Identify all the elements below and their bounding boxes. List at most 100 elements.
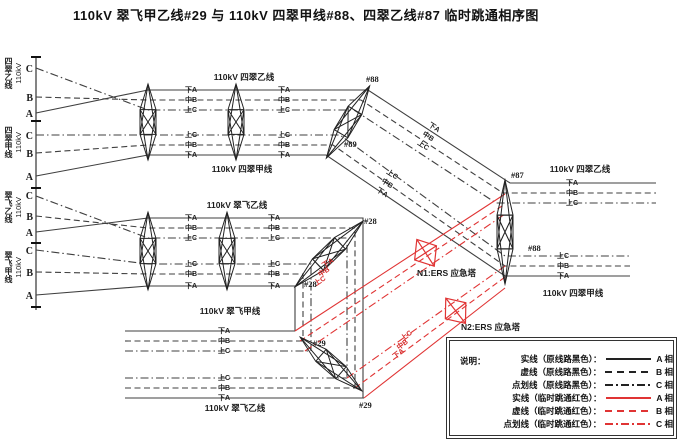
bus-phase: B: [26, 212, 33, 223]
tower-icon: [139, 83, 157, 161]
legend-row: 实线（临时跳通红色）： A 相: [450, 391, 673, 404]
phase-markers-diagonal: 下A 中B 上C 上C 中B 下A: [375, 121, 441, 199]
tower-label-28-top: #28: [364, 216, 377, 226]
phase-marker: 中B: [185, 95, 197, 104]
legend-row-phase: B 相: [655, 366, 673, 377]
phase-marker: 中B: [218, 383, 230, 392]
legend-row: 实线（原线路黑色）： A 相: [450, 352, 673, 365]
legend-row-phase: A 相: [656, 392, 673, 403]
phase-marker: 下A: [278, 151, 290, 159]
black-solid-lines: [35, 89, 656, 399]
tower-label-29-top: #29: [313, 338, 326, 348]
phase-markers-right: 下A 中B 上C 上C 中B 下A: [557, 179, 578, 280]
legend-solid-black-line: [605, 357, 652, 360]
bus-phase: C: [26, 246, 33, 257]
legend-heading: 说明：: [460, 356, 486, 366]
legend-row-label: 虚线（原线路黑色）：: [520, 366, 602, 377]
bus-phase: C: [26, 191, 33, 202]
bus-label-cuifei-b: 翠飞乙线 110kV: [3, 191, 23, 223]
tower-label-89: #89: [344, 139, 357, 149]
tower-icon-87-88: [496, 179, 514, 285]
bus-phase: B: [26, 268, 33, 279]
legend-row-phase: C 相: [655, 379, 673, 390]
tower-label-87: #87: [511, 170, 525, 180]
bus-phase: C: [26, 64, 33, 75]
line-label-sicui-b-top: 110kV 四翠乙线: [214, 72, 275, 82]
phase-marker: 下A: [268, 214, 280, 222]
bus-voltage: 110kV: [14, 131, 23, 153]
phase-marker: 下A: [557, 272, 569, 280]
tower-label-88: #88: [366, 74, 379, 84]
legend-row-label: 点划线（原线路黑色）：: [512, 379, 602, 390]
phase-marker: 中B: [278, 95, 290, 104]
red-jumper-lines: [294, 193, 506, 399]
tower-icon: [227, 83, 245, 161]
legend-row-label: 实线（临时跳通红色）：: [512, 392, 602, 403]
bus-voltage: 110kV: [14, 196, 23, 218]
legend-row-label: 虚线（临时跳通红色）：: [512, 405, 602, 416]
bus-name: 四翠乙线: [4, 57, 13, 89]
phase-marker: 上C: [566, 198, 578, 207]
legend-row-label: 点划线（临时跳通红色）：: [503, 418, 602, 429]
bus-label-cuifei-a: 翠飞甲线 110kV: [3, 251, 23, 283]
phase-markers-middle: 下A 中B 上C 下A 中B 上C 上C 中B 下A 上C 中B 下A: [185, 214, 280, 290]
line-label-sicui-b-right: 110kV 四翠乙线: [550, 164, 611, 174]
tower-icon-88-89: [318, 81, 378, 163]
phase-marker: 下A: [278, 86, 290, 94]
tower-icon-29: [294, 330, 368, 398]
phase-marker: 下A: [427, 121, 441, 134]
phase-marker: 中B: [185, 140, 197, 149]
phase-marker: 上C: [218, 373, 230, 382]
bus-name: 四翠甲线: [4, 126, 13, 158]
phase-marker: 上C: [557, 251, 569, 260]
phase-marker: 中B: [557, 261, 569, 270]
line-label-cuifei-a-mid: 110kV 翠飞甲线: [200, 306, 261, 316]
phase-marker: 中B: [185, 223, 197, 232]
phase-marker: 上C: [185, 130, 197, 139]
phase-marker: 上C: [278, 105, 290, 114]
phase-marker: 下A: [218, 394, 230, 402]
phase-markers-bottom: 下A 中B 上C 上C 中B 下A: [218, 327, 230, 402]
legend-solid-red-line: [605, 396, 652, 399]
phase-markers-top: 下A 中B 上C 下A 中B 上C 上C 中B 下A 上C 中B 下A: [185, 86, 290, 159]
bus-name: 翠飞乙线: [4, 191, 13, 223]
phase-marker: 上C: [268, 259, 280, 268]
bus-phase: A: [26, 172, 34, 183]
legend-row: 虚线（原线路黑色）： B 相: [450, 365, 674, 378]
legend-inner-border: 说明： 实线（原线路黑色）： A 相 虚线（原线路黑色）： B 相 点划线（原线…: [449, 340, 674, 436]
phase-marker: 下A: [185, 151, 197, 159]
bus-phase-letters: C B A C B A C B A C B A: [26, 64, 34, 302]
phase-marker: 上C: [278, 130, 290, 139]
phase-marker: 下A: [566, 179, 578, 187]
bus-phase: B: [26, 93, 33, 104]
line-label-cuifei-b-mid: 110kV 翠飞乙线: [207, 200, 268, 210]
phase-marker: 上C: [185, 105, 197, 114]
line-label-cuifei-b-bottom: 110kV 翠飞乙线: [205, 403, 266, 413]
left-bus: [31, 56, 41, 310]
black-dashed-lines: [35, 96, 656, 389]
bus-phase: C: [26, 131, 33, 142]
phase-marker: 上C: [268, 233, 280, 242]
phase-marker: 下A: [268, 282, 280, 290]
phase-marker: 中B: [566, 188, 578, 197]
tower-number-labels: #88 #89 #87 #88 #28 #28 #29 #29 N1:ERS 应…: [304, 74, 541, 410]
tower-label-88-right: #88: [528, 243, 541, 253]
legend-box: 说明： 实线（原线路黑色）： A 相 虚线（原线路黑色）： B 相 点划线（原线…: [446, 337, 677, 439]
tower-icon: [139, 211, 157, 291]
legend-dashdot-black-line: [605, 383, 651, 386]
legend-row-phase: B 相: [655, 405, 673, 416]
legend-dashed-black-line: [605, 370, 651, 373]
legend-row-phase: C 相: [655, 418, 673, 429]
phase-marker: 中B: [268, 269, 280, 278]
line-label-sicui-a-top: 110kV 四翠甲线: [212, 164, 273, 174]
legend-dashdot-red-line: [605, 422, 651, 425]
ers-label-n2: N2:ERS 应急塔: [461, 322, 521, 332]
line-label-sicui-a-right: 110kV 四翠甲线: [543, 288, 604, 298]
bus-phase: B: [26, 149, 33, 160]
tower-label-28-low: #28: [304, 279, 317, 289]
bus-phase: A: [26, 291, 34, 302]
phase-marker: 下A: [185, 86, 197, 94]
phase-marker: 下A: [185, 214, 197, 222]
legend-row: 虚线（临时跳通红色）： B 相: [450, 404, 673, 417]
